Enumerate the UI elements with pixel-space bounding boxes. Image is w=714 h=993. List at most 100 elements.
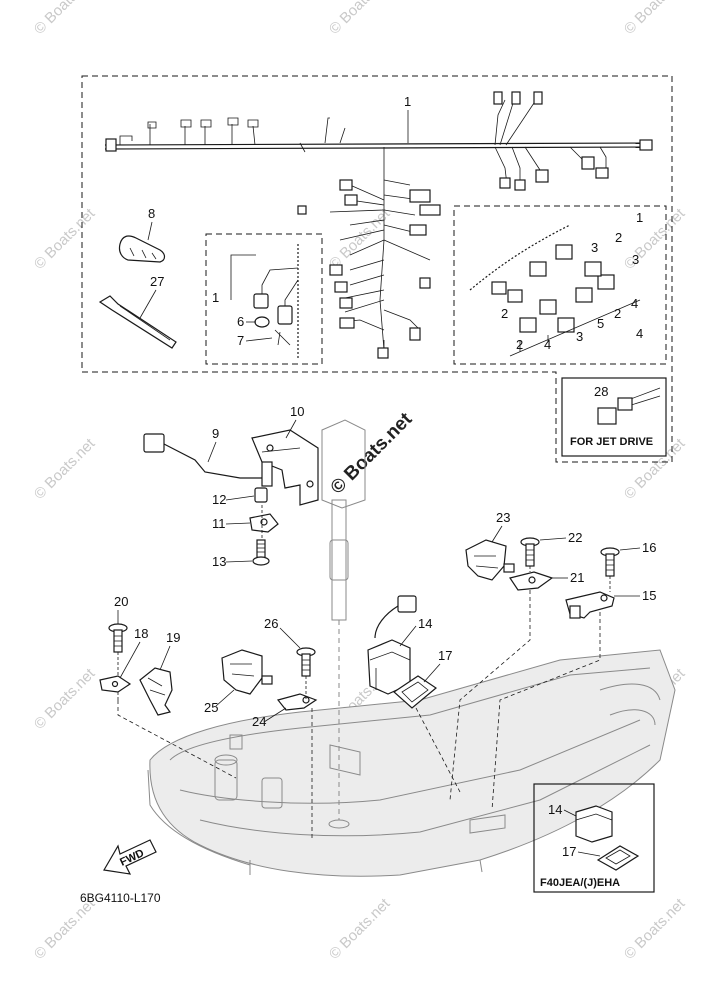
callout-17: 17 (438, 648, 452, 663)
center-parts: 14 17 (367, 595, 461, 793)
plate-11[interactable] (249, 513, 279, 533)
bracket-15[interactable] (565, 591, 615, 619)
wire-harness[interactable] (104, 91, 653, 359)
callout-10: 10 (290, 404, 304, 419)
callout-11: 11 (212, 516, 226, 531)
callout-12: 12 (212, 492, 226, 507)
callout-2: 2 (615, 230, 622, 245)
plate-21[interactable] (509, 571, 554, 591)
sensor-6-cap[interactable] (254, 316, 270, 328)
sensor-sub-harness[interactable] (230, 244, 299, 360)
bolt-16[interactable] (600, 547, 620, 577)
callout-14: 14 (418, 616, 432, 631)
callout-14: 14 (548, 802, 562, 817)
grommet-12[interactable] (254, 487, 268, 503)
sensor-bracket-assembly: 10 9 12 11 13 (143, 404, 366, 829)
jet-drive-connector[interactable] (597, 387, 661, 425)
callout-16: 16 (642, 540, 656, 555)
callout-3: 3 (591, 240, 598, 255)
callout-7: 7 (237, 333, 244, 348)
watermark: © Boats.net (326, 895, 394, 963)
callout-15: 15 (642, 588, 656, 603)
lower-left-parts: 20 18 19 25 24 (99, 594, 318, 838)
callout-22: 22 (568, 530, 582, 545)
connector-4[interactable] (539, 299, 557, 315)
callout-5: 5 (597, 316, 604, 331)
callout-1: 1 (404, 94, 411, 109)
connector-3[interactable] (529, 261, 547, 277)
callout-26: 26 (264, 616, 278, 631)
plate-18[interactable] (99, 675, 132, 693)
bolt-20[interactable] (108, 623, 128, 653)
gasket-17[interactable] (393, 675, 438, 709)
watermark: © Boats.net (326, 0, 394, 38)
fwd-label: FWD (118, 847, 146, 868)
callout-2: 2 (516, 337, 523, 352)
callout-21: 21 (570, 570, 584, 585)
callout-6: 6 (237, 314, 244, 329)
callout-2: 2 (501, 306, 508, 321)
variant-box: 14 17 F40JEA/(J)EHA (533, 783, 655, 893)
harness-clamp[interactable] (118, 235, 166, 263)
callout-3: 3 (632, 252, 639, 267)
bolt-22[interactable] (520, 537, 540, 567)
switch-14[interactable] (367, 595, 417, 695)
callout-23: 23 (496, 510, 510, 525)
watermark: © Boats.net (31, 435, 99, 503)
lead-wire-9[interactable] (143, 433, 273, 487)
callout-4: 4 (544, 337, 551, 352)
connector-2[interactable] (507, 289, 523, 303)
harness-group-frame (81, 75, 673, 463)
harness-assembly-group: 1 1 2 3 3 2 4 2 5 3 2 4 4 2 (81, 75, 673, 463)
callout-13: 13 (212, 554, 226, 569)
clamp-23[interactable] (465, 539, 515, 581)
callout-2: 2 (614, 306, 621, 321)
connector-2[interactable] (491, 281, 507, 295)
right-parts: 23 22 21 16 15 (449, 510, 656, 811)
callout-9: 9 (212, 426, 219, 441)
watermark: © Boats.net (31, 205, 99, 273)
callout-4: 4 (636, 326, 643, 341)
connector-2[interactable] (584, 261, 602, 277)
callout-17: 17 (562, 844, 576, 859)
bolt-13[interactable] (252, 539, 270, 566)
callout-25: 25 (204, 700, 218, 715)
cable-tie[interactable] (98, 295, 177, 349)
sensor-6[interactable] (253, 293, 269, 309)
forward-arrow: FWD (103, 839, 157, 875)
connector-detail-frame (453, 205, 667, 365)
connector-2[interactable] (519, 317, 537, 333)
switch-14-alt[interactable] (575, 805, 613, 843)
plate-24[interactable] (276, 693, 318, 711)
callout-1: 1 (212, 290, 219, 305)
connector-3[interactable] (555, 244, 573, 260)
watermark: © Boats.net (621, 0, 689, 38)
callout-19: 19 (166, 630, 180, 645)
watermark: © Boats.net (31, 0, 99, 38)
connector-detail (469, 224, 641, 357)
connector-2[interactable] (597, 274, 615, 290)
callout-4: 4 (631, 296, 638, 311)
callout-28: 28 (594, 384, 608, 399)
callout-18: 18 (134, 626, 148, 641)
gasket-17-alt[interactable] (596, 845, 640, 871)
connector-5[interactable] (575, 287, 593, 303)
jet-drive-box (561, 377, 667, 457)
engine-bottom-cowling-outline (147, 649, 676, 877)
bolt-26[interactable] (296, 647, 316, 677)
variant-label: F40JEA/(J)EHA (540, 877, 620, 889)
clamp-19[interactable] (139, 667, 173, 716)
callout-27: 27 (150, 274, 164, 289)
jet-drive-label: FOR JET DRIVE (570, 436, 653, 448)
bracket-10[interactable] (251, 429, 319, 506)
watermark: © Boats.net (621, 895, 689, 963)
callout-1: 1 (636, 210, 643, 225)
watermark: © Boats.net (31, 665, 99, 733)
callout-24: 24 (252, 714, 266, 729)
callout-3: 3 (576, 329, 583, 344)
callout-20: 20 (114, 594, 128, 609)
diagram-code: 6BG4110-L170 (80, 891, 161, 905)
clamp-25[interactable] (221, 649, 273, 695)
